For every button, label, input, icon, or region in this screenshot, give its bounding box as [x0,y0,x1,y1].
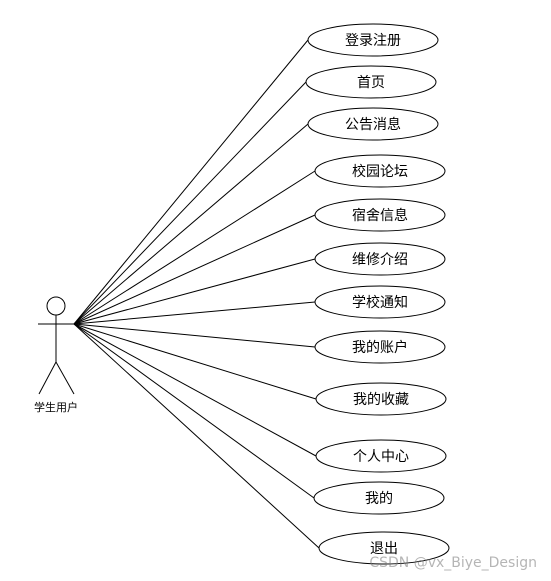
association-line [73,301,316,325]
association-line [73,323,320,549]
use-case-ellipse [314,242,446,276]
use-cases: 登录注册首页公告消息校园论坛宿舍信息维修介绍学校通知我的账户我的收藏个人中心我的… [305,23,450,565]
use-case-ellipse [318,531,450,565]
use-case-label: 退出 [370,541,398,557]
use-case: 我的账户 [314,330,446,364]
use-case: 宿舍信息 [314,198,446,232]
association-line [73,323,316,348]
actor-left-leg [38,361,57,395]
use-case: 校园论坛 [314,154,446,188]
association-line [73,123,309,325]
association-lines [73,39,320,549]
association-line [73,170,316,325]
watermark-text: CSDN @vx_Biye_Design [369,555,537,571]
use-case-ellipse [305,65,437,99]
association-line [73,323,317,457]
use-case-ellipse [315,439,447,473]
association-line [73,323,315,499]
use-case-ellipse [314,330,446,364]
use-case-label: 我的 [365,491,393,507]
use-case: 我的收藏 [315,382,447,416]
use-case-label: 公告消息 [345,116,401,133]
use-case-label: 登录注册 [345,33,401,49]
use-case-label: 宿舍信息 [352,207,408,224]
association-line [73,39,309,325]
use-case-ellipse [307,23,439,57]
use-case-ellipse [315,382,447,416]
use-case-label: 学校通知 [352,294,408,311]
actor-label: 学生用户 [34,400,78,414]
use-case: 我的 [313,481,445,515]
use-case: 学校通知 [314,285,446,319]
use-case: 个人中心 [315,439,447,473]
association-line [73,258,316,325]
actor-right-leg [55,361,75,395]
use-case-label: 校园论坛 [352,163,408,180]
actor-student-user: 学生用户 [34,296,78,414]
use-case-ellipse [313,481,445,515]
use-case: 登录注册 [307,23,439,57]
use-case: 公告消息 [307,107,439,141]
actor-head [46,296,66,316]
use-case-label: 我的账户 [352,339,408,356]
use-case: 退出 [318,531,450,565]
use-case-label: 个人中心 [353,449,409,465]
association-line [73,81,307,325]
use-case-label: 我的收藏 [353,392,409,408]
use-case-ellipse [314,154,446,188]
use-case-ellipse [314,198,446,232]
use-case: 首页 [305,65,437,99]
use-case-label: 首页 [357,75,385,91]
use-case-ellipse [314,285,446,319]
use-case-ellipse [307,107,439,141]
use-case: 维修介绍 [314,242,446,276]
use-case-label: 维修介绍 [352,252,408,268]
association-line [73,323,317,400]
association-line [73,214,316,325]
